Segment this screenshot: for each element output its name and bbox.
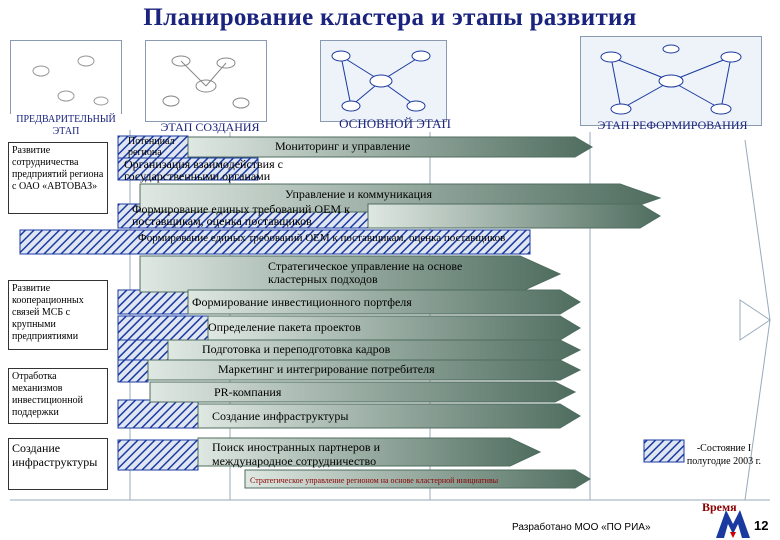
label-package: Определение пакета проектов: [208, 321, 361, 334]
label-infra: Создание инфраструктуры: [212, 410, 348, 423]
label-portfolio: Формирование инвестиционного портфеля: [192, 296, 412, 309]
label-organization: Организация взаимодействия с государстве…: [124, 158, 344, 182]
ria-logo-icon: [716, 510, 750, 538]
label-marketing: Маркетинг и интегрирование потребителя: [218, 363, 435, 376]
hatch-bar-infra: [118, 400, 198, 428]
hatch-bar-marketing: [118, 360, 148, 382]
hatch-bar-partners: [118, 440, 198, 470]
label-oem2: Формирование единых требований ОЕМ к пос…: [138, 232, 528, 244]
hatch-bar-portfolio: [118, 290, 188, 314]
hatch-bar-training: [118, 340, 168, 362]
label-potential: Потенциал региона: [128, 136, 188, 158]
label-pr: PR-компания: [214, 386, 281, 399]
label-partners: Поиск иностранных партнеров и международ…: [212, 440, 462, 468]
label-regional: Стратегическое управление регионом на ос…: [250, 474, 498, 487]
footer-developer: Разработано МОО «ПО РИА»: [512, 522, 651, 533]
legend-text: -Состояние I полугодие 2003 г.: [676, 442, 772, 468]
label-management: Управление и коммуникация: [285, 188, 432, 201]
label-training: Подготовка и переподготовка кадров: [202, 343, 390, 356]
label-strategic: Стратегическое управление на основе клас…: [268, 260, 478, 286]
label-monitoring: Мониторинг и управление: [275, 140, 410, 153]
label-oem1: Формирование единых требований ОЕМ к пос…: [132, 203, 412, 227]
hatch-bar-package: [118, 316, 208, 340]
page-number: 12: [754, 518, 768, 533]
